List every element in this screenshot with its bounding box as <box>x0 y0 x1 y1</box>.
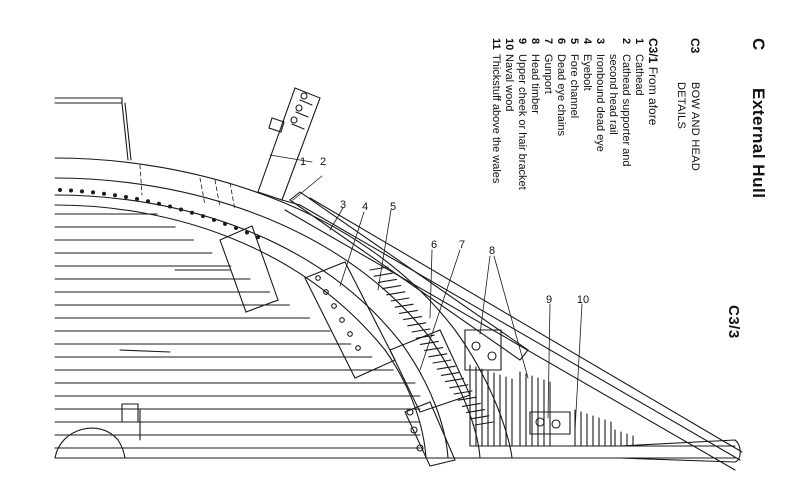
callout-6: 6 <box>430 239 438 251</box>
callout-4: 4 <box>361 201 369 213</box>
fore-channel <box>285 192 742 470</box>
legend-item: 11Thickstuff above the wales <box>489 38 502 190</box>
legend-label: Eyebolt <box>581 54 593 91</box>
callout-3: 3 <box>339 199 347 211</box>
callout-2: 2 <box>319 156 327 168</box>
legend-item: 9Upper cheek or hair bracket <box>515 38 528 190</box>
legend-label: Cathead <box>633 54 645 96</box>
bow-curves <box>55 158 512 458</box>
subsection-title-line1: BOW AND HEAD <box>689 82 701 172</box>
figure-id: C3/1 <box>646 38 660 64</box>
legend-label: Naval wood <box>503 54 515 112</box>
leader-lines <box>270 155 582 430</box>
cathead <box>258 88 320 205</box>
legend-number: 3 <box>594 38 606 45</box>
subsection-id: C3 <box>688 38 702 54</box>
legend-number: 9 <box>516 38 528 45</box>
subsection-title-line2: DETAILS <box>675 82 687 130</box>
section-title: External Hull <box>749 88 768 199</box>
gunport <box>390 330 470 466</box>
page-ref: C3/3 <box>725 305 742 339</box>
callout-7: 7 <box>458 239 466 251</box>
legend-number: 4 <box>581 38 593 45</box>
dashed-lines <box>140 165 235 210</box>
legend-label: Fore channel <box>568 54 580 119</box>
legend-item: 4Eyebolt <box>580 38 593 190</box>
legend-label: second head rail <box>607 54 619 135</box>
legend-number: 2 <box>620 38 632 45</box>
legend-number: 5 <box>568 38 580 45</box>
legend-number: 11 <box>490 38 502 50</box>
hatched-band <box>370 267 493 425</box>
legend-item: 5Fore channel <box>567 38 580 190</box>
top-rail <box>55 98 131 160</box>
bottom-wheel <box>55 404 140 458</box>
callout-8: 8 <box>488 245 496 257</box>
lower-rail <box>55 440 740 462</box>
legend-number: 1 <box>633 38 645 45</box>
deadeye-chains <box>465 330 570 434</box>
cathead-supporter <box>220 226 278 312</box>
hull-planking <box>55 214 420 448</box>
legend-item: 10Naval wood <box>502 38 515 190</box>
legend-label: Upper cheek or hair bracket <box>516 54 528 190</box>
legend-item: 6Dead eye chains <box>554 38 567 190</box>
legend-item: 3Ironbound dead eye <box>593 38 606 190</box>
legend-label: Thickstuff above the wales <box>490 54 502 184</box>
legend-number: 6 <box>555 38 567 45</box>
legend-label: Ironbound dead eye <box>594 54 606 152</box>
legend-label: Head timber <box>529 54 541 114</box>
callout-10: 10 <box>576 294 590 306</box>
legend-item: 1Cathead <box>632 38 645 190</box>
legend-number: 8 <box>529 38 541 45</box>
callout-9: 9 <box>545 294 553 306</box>
callout-1: 1 <box>299 156 307 168</box>
legend-item: 8Head timber <box>528 38 541 190</box>
legend-item: 2Cathead supporter and <box>619 38 632 190</box>
legend-number: 10 <box>503 38 515 51</box>
legend-label: Cathead supporter and <box>620 54 632 167</box>
legend-item: 7Gunport <box>541 38 554 190</box>
legend-item: second head rail <box>606 38 619 190</box>
subsection-title: BOW AND HEAD DETAILS <box>674 82 702 171</box>
wale-bolts <box>58 188 260 240</box>
figure-heading: C3/1 From afore <box>646 38 660 125</box>
section-letter: C <box>749 38 768 51</box>
callout-5: 5 <box>389 201 397 213</box>
head-timbers <box>470 365 633 446</box>
legend-label: Gunport <box>542 54 554 94</box>
legend-label: Dead eye chains <box>555 54 567 136</box>
legend-number: 7 <box>542 38 554 45</box>
figure-title: From afore <box>646 66 660 126</box>
